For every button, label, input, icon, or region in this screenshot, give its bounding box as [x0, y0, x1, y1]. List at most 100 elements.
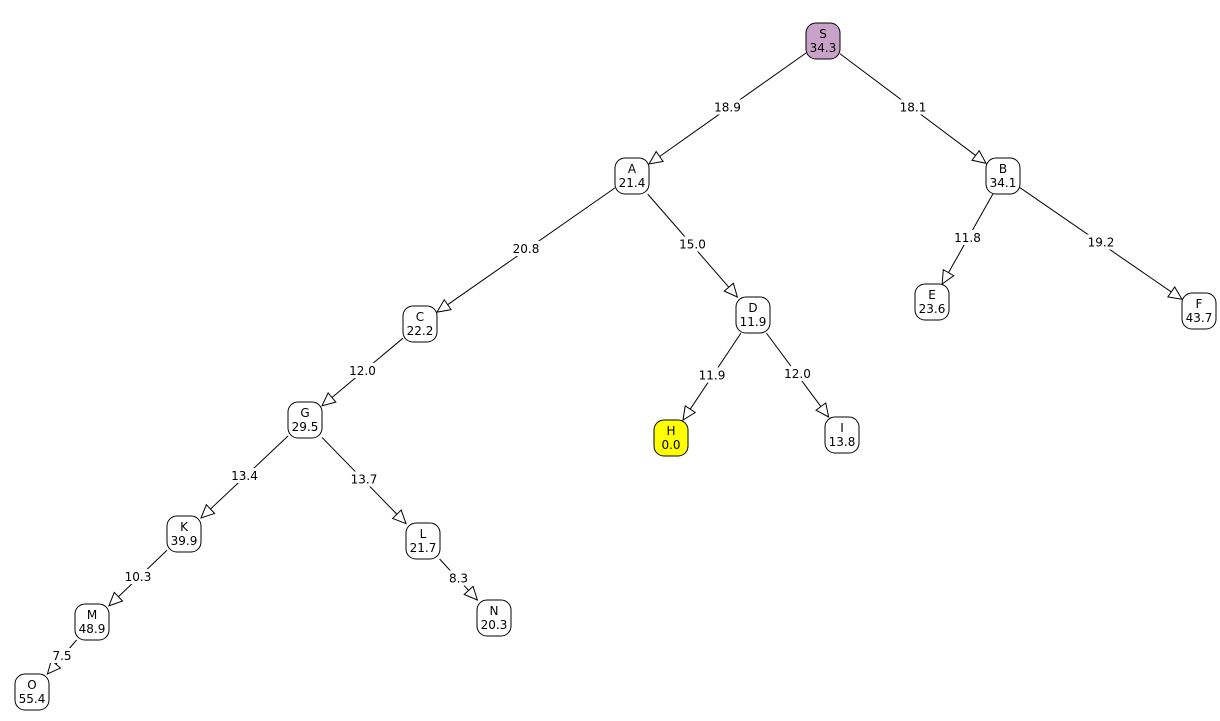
- node-name: G: [300, 406, 309, 420]
- arrowhead-icon: [648, 150, 664, 165]
- edge-s-b: 18.1: [839, 53, 987, 164]
- edge-label-background: [49, 648, 75, 663]
- arrowhead-icon: [200, 503, 216, 519]
- edge-label-background: [696, 367, 728, 383]
- node-value: 48.9: [79, 622, 106, 636]
- node-value: 23.6: [919, 302, 946, 316]
- edge-weight-label: 18.9: [714, 101, 741, 115]
- node-c: C22.2: [402, 305, 438, 343]
- edge-weight-label: 15.0: [679, 238, 706, 252]
- edge-s-a: 18.9: [648, 52, 807, 165]
- edge-d-i: 12.0: [765, 332, 830, 418]
- edge-weight-label: 13.4: [231, 469, 258, 483]
- node-name: K: [180, 520, 189, 534]
- edge-label-background: [781, 366, 814, 381]
- node-i: I13.8: [824, 416, 860, 454]
- node-value: 21.7: [410, 541, 437, 555]
- arrowhead-icon: [391, 509, 407, 525]
- node-name: H: [666, 424, 675, 438]
- node-value: 13.8: [829, 435, 856, 449]
- arrowhead-icon: [46, 659, 62, 675]
- node-e: E23.6: [914, 283, 950, 321]
- node-value: 34.1: [990, 176, 1017, 190]
- edge-a-c: 20.8: [436, 187, 616, 313]
- node-name: E: [928, 288, 936, 302]
- node-box: [914, 283, 950, 321]
- arrowhead-icon: [436, 298, 452, 313]
- edge-label-background: [348, 471, 380, 487]
- arrowhead-icon: [108, 591, 124, 607]
- node-b: B34.1: [985, 157, 1021, 195]
- node-value: 20.3: [481, 618, 508, 632]
- edge-label-background: [711, 99, 744, 115]
- node-value: 21.4: [619, 176, 646, 190]
- edge-m-o: 7.5: [46, 639, 77, 675]
- edge-weight-label: 13.7: [351, 473, 378, 487]
- node-value: 55.4: [19, 692, 46, 706]
- edges-layer: 18.9 18.1 20.8 15.0 11.8 19.2 12.0 11.9 12.0 13.4…: [46, 52, 1183, 675]
- node-a: A21.4: [614, 157, 650, 195]
- arrowhead-icon: [1167, 286, 1183, 300]
- node-h: H0.0: [653, 419, 689, 457]
- edge-a-d: 15.0: [647, 193, 739, 298]
- node-k: K39.9: [166, 515, 202, 553]
- node-box: [476, 599, 512, 637]
- node-g: G29.5: [287, 401, 323, 439]
- edge-g-k: 13.4: [200, 435, 289, 519]
- node-box: [14, 673, 50, 711]
- node-n: N20.3: [476, 599, 512, 637]
- edge-label-background: [228, 468, 261, 483]
- node-box: [805, 22, 841, 60]
- node-name: A: [628, 162, 637, 176]
- edge-weight-label: 18.1: [900, 101, 927, 115]
- edge-weight-label: 12.0: [784, 367, 811, 381]
- node-name: S: [819, 27, 827, 41]
- edge-weight-label: 19.2: [1088, 236, 1115, 250]
- node-o: O55.4: [14, 673, 50, 711]
- arrowhead-icon: [321, 391, 337, 407]
- edge-g-l: 13.7: [321, 437, 407, 525]
- edge-label-background: [346, 363, 379, 378]
- node-value: 34.3: [810, 41, 837, 55]
- node-value: 22.2: [407, 324, 434, 338]
- edge-label-background: [446, 570, 471, 586]
- node-name: N: [490, 604, 499, 618]
- edge-label-background: [897, 99, 929, 115]
- arrowhead-icon: [723, 282, 739, 298]
- arrowhead-icon: [941, 268, 955, 286]
- node-name: M: [87, 608, 97, 622]
- node-box: [653, 419, 689, 457]
- edge-d-h: 11.9: [682, 332, 742, 421]
- node-f: F43.7: [1181, 292, 1217, 330]
- edge-c-g: 12.0: [321, 337, 404, 407]
- node-box: [287, 401, 323, 439]
- node-d: D11.9: [735, 296, 771, 334]
- edge-weight-label: 12.0: [349, 364, 376, 378]
- edge-label-background: [1085, 234, 1117, 250]
- node-value: 11.9: [740, 315, 767, 329]
- node-value: 29.5: [292, 420, 319, 434]
- arrowhead-icon: [971, 149, 987, 164]
- edge-b-e: 11.8: [941, 193, 994, 286]
- node-box: [402, 305, 438, 343]
- edge-label-background: [676, 236, 709, 252]
- edge-weight-label: 8.3: [449, 572, 468, 586]
- node-box: [1181, 292, 1217, 330]
- node-box: [405, 522, 441, 560]
- node-box: [985, 157, 1021, 195]
- node-name: C: [416, 310, 424, 324]
- edge-weight-label: 11.8: [954, 231, 981, 245]
- arrowhead-icon: [463, 585, 479, 601]
- node-name: B: [999, 162, 1007, 176]
- node-name: F: [1196, 297, 1203, 311]
- node-box: [166, 515, 202, 553]
- node-name: D: [748, 301, 757, 315]
- edge-label-background: [510, 241, 542, 256]
- edge-weight-label: 7.5: [52, 649, 71, 663]
- node-value: 39.9: [171, 534, 198, 548]
- node-name: O: [27, 678, 36, 692]
- arrowhead-icon: [682, 405, 697, 421]
- node-l: L21.7: [405, 522, 441, 560]
- node-box: [735, 296, 771, 334]
